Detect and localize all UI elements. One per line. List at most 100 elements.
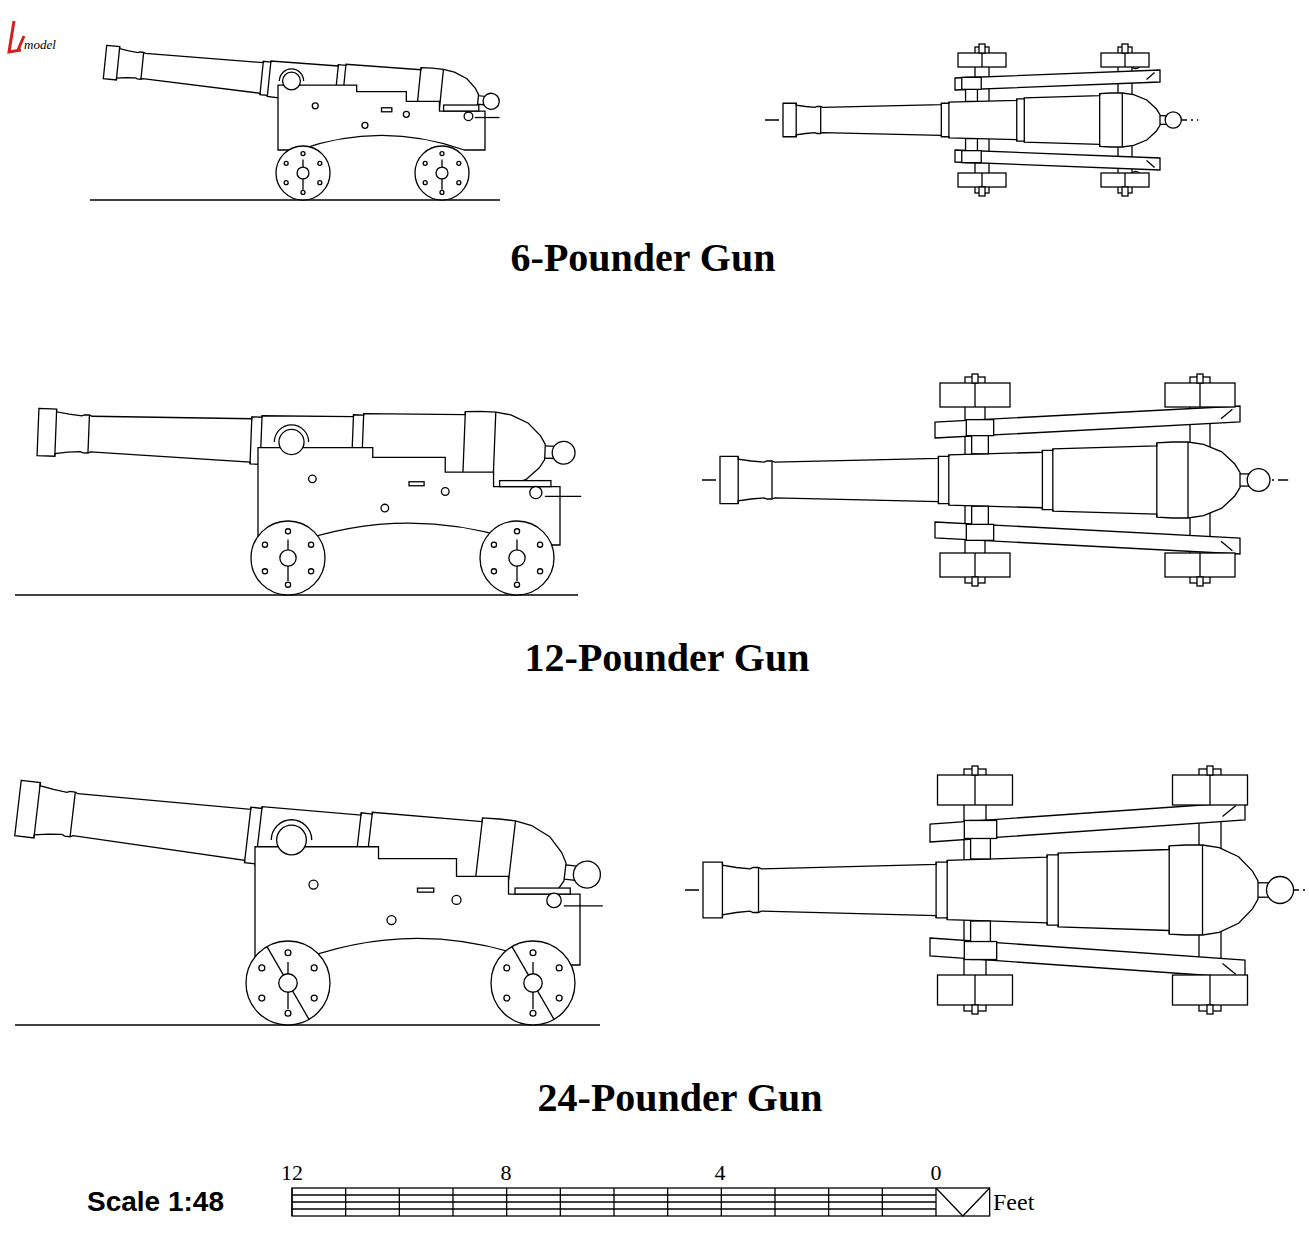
barrel-band <box>267 61 271 96</box>
side-view <box>90 35 502 200</box>
scale-number: 8 <box>501 1161 512 1185</box>
scale-tick <box>506 1188 507 1216</box>
wheel-bolt <box>530 950 536 956</box>
wheel-bolt <box>556 965 562 971</box>
wheel-bolt <box>301 190 305 194</box>
lashing-cleat <box>409 482 424 486</box>
axle-end <box>1207 1005 1213 1014</box>
truck-wheel <box>415 146 469 200</box>
axle-end <box>979 44 985 53</box>
axle-end <box>1207 766 1213 775</box>
barrel-band <box>1024 98 1025 142</box>
wheel-bolt <box>514 529 519 534</box>
cascabel-knob <box>552 441 576 465</box>
quoin-mark <box>1221 541 1232 551</box>
barrel-band <box>1016 99 1017 141</box>
wheel-bolt <box>285 582 290 587</box>
barrel-band <box>55 409 57 456</box>
barrel-band <box>1156 443 1157 517</box>
trunnion <box>277 825 307 855</box>
handspike <box>564 905 603 906</box>
cap-square <box>279 69 303 81</box>
barrel-band <box>947 860 948 919</box>
wheel-bolt <box>311 995 317 1001</box>
wheel-hub <box>297 167 309 179</box>
wheel-bolt <box>504 965 510 971</box>
wheel-bolt <box>514 582 519 587</box>
barrel-band <box>758 868 759 913</box>
scale-bar <box>292 1188 990 1216</box>
cap-square <box>962 151 981 163</box>
axle-end <box>1122 44 1128 53</box>
barrel-band <box>1052 449 1053 511</box>
barrel-band <box>88 415 89 453</box>
truck-wheel <box>938 775 1013 805</box>
gun <box>720 442 1270 518</box>
barrel-band <box>1202 845 1203 935</box>
barrel-band <box>141 52 144 79</box>
carriage-cheek <box>955 150 1160 170</box>
watermark: model <box>24 38 56 52</box>
truck-wheel <box>276 146 330 200</box>
logo-mark <box>9 21 24 52</box>
scale-tick <box>935 1188 936 1216</box>
truck-wheel <box>958 53 1006 67</box>
scale-tick <box>667 1188 668 1216</box>
truck-wheel <box>251 521 325 595</box>
cap-square <box>966 524 993 540</box>
barrel-band <box>1099 94 1100 147</box>
truck-wheel <box>1173 775 1248 805</box>
quoin-mark <box>1223 806 1237 817</box>
wheel-hub <box>436 167 448 179</box>
trunnion <box>283 72 301 90</box>
wheel-bolt <box>259 995 265 1001</box>
breeching-ring <box>547 893 561 907</box>
wheel-bolt <box>423 161 427 165</box>
wheel-bolt <box>284 181 288 185</box>
barrel-band <box>1058 853 1059 927</box>
lashing-cleat <box>382 108 392 112</box>
breeching-ring <box>464 112 473 121</box>
carriage-cheek <box>930 802 1245 842</box>
axle-end <box>972 766 978 775</box>
truck-wheel <box>958 173 1006 187</box>
view-title: 6-Pounder Gun <box>511 236 776 280</box>
carriage-cheek <box>930 938 1245 978</box>
barrel-band <box>948 102 949 138</box>
scale-tick <box>828 1188 829 1216</box>
wheel-bolt <box>491 542 496 547</box>
cap-square <box>274 425 308 442</box>
breech-bed <box>444 105 479 111</box>
cap-square <box>966 420 993 436</box>
quoin-mark <box>1223 964 1237 975</box>
wheel-bolt <box>259 965 265 971</box>
trunnion <box>279 429 304 454</box>
axle-end <box>1122 187 1128 196</box>
barrel-band <box>250 417 252 464</box>
wheel-bolt <box>262 569 267 574</box>
wheel-joint <box>974 383 975 407</box>
breech-bed <box>515 888 570 894</box>
barrel-band <box>1122 93 1123 147</box>
wheel-bolt <box>285 529 290 534</box>
scale-tick <box>399 1188 400 1216</box>
cascabel-knob <box>1165 112 1181 128</box>
carriage-bolt <box>387 916 396 925</box>
cap-square <box>271 820 312 840</box>
unit-label: Feet <box>993 1189 1034 1215</box>
scale-tick <box>452 1188 453 1216</box>
barrel-band <box>1169 846 1170 934</box>
truck-wheel <box>1101 53 1149 67</box>
barrel-band <box>1042 450 1043 509</box>
wheel-bolt <box>318 181 322 185</box>
barrel-band <box>244 807 250 862</box>
barrel-band <box>34 783 40 838</box>
scale-number: 0 <box>931 1161 942 1185</box>
carriage-bolt <box>309 880 318 889</box>
cascabel-knob <box>572 860 602 890</box>
handspike <box>475 117 500 118</box>
wheel-plank-joint <box>267 947 309 1020</box>
carriage-cheek <box>935 522 1240 554</box>
quoin-mark <box>1147 160 1155 167</box>
axle-end <box>1197 577 1203 586</box>
